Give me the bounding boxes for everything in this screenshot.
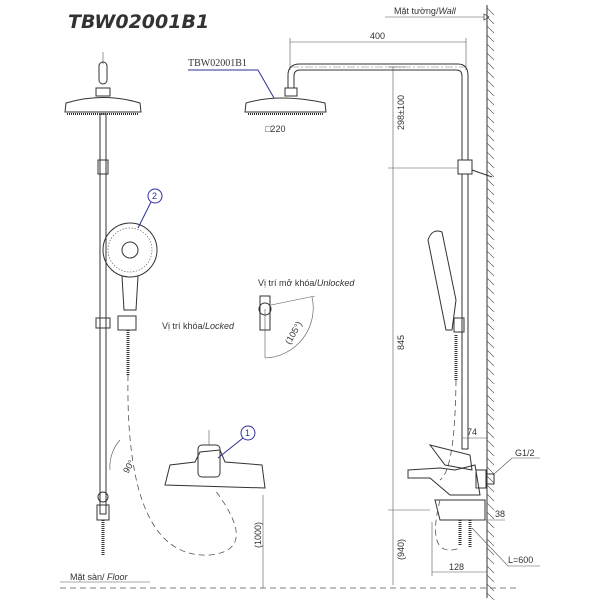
wall-hatch xyxy=(486,61,495,70)
wall-hatch xyxy=(486,169,495,178)
side-view: 400 □220 298±100 845 (940) 74 G1/2 xyxy=(244,31,540,585)
callout-2 xyxy=(147,188,163,204)
wall xyxy=(486,5,495,600)
wall-hatch xyxy=(486,511,495,520)
rain-shower-head xyxy=(244,97,327,113)
wall-hatch xyxy=(486,574,495,583)
wall-hatch xyxy=(486,34,495,43)
model-title: TBW02001B1 xyxy=(68,11,209,33)
wall-hatch xyxy=(486,70,495,79)
mixer-height-left: (1000) xyxy=(253,522,263,548)
wall-hatch xyxy=(486,223,495,232)
wall-hatch xyxy=(486,331,495,340)
rail-height: 845 xyxy=(396,335,406,350)
wall-hatch xyxy=(486,151,495,160)
wall-hatch xyxy=(486,241,495,250)
wall-hatch xyxy=(486,43,495,52)
wall-hatch xyxy=(486,268,495,277)
wall-hatch xyxy=(486,520,495,529)
wall-hatch xyxy=(486,484,495,493)
wall-hatch xyxy=(486,592,495,600)
wall-hatch xyxy=(486,250,495,259)
wall-hatch xyxy=(486,547,495,556)
wall-hatch xyxy=(486,565,495,574)
lock-detail: (105°) Vị trí mở khóa/Unlocked Vị trí kh… xyxy=(162,278,355,359)
wall-hatch xyxy=(486,322,495,331)
wall-hatch xyxy=(486,583,495,592)
part-label: TBW02001B1 xyxy=(188,58,247,69)
wall-hatch xyxy=(486,295,495,304)
wall-hatch xyxy=(486,52,495,61)
wall-hatch xyxy=(486,124,495,133)
wall-hatch xyxy=(486,385,495,394)
wall-hatch xyxy=(486,466,495,475)
svg-text:1: 1 xyxy=(245,428,250,438)
wall-hatch xyxy=(486,196,495,205)
wall-hatch xyxy=(486,259,495,268)
wall-hatch xyxy=(486,16,495,25)
wall-hatch xyxy=(486,376,495,385)
thread-size: G1/2 xyxy=(515,448,535,458)
wall-hatch xyxy=(486,340,495,349)
wall-hatch xyxy=(486,529,495,538)
wall-hatch xyxy=(486,25,495,34)
head-size: □220 xyxy=(265,124,285,134)
wall-hatch xyxy=(486,403,495,412)
wall-hatch xyxy=(486,7,495,16)
wall-hatch xyxy=(486,313,495,322)
callout-1 xyxy=(240,425,256,441)
wall-hatch xyxy=(486,502,495,511)
wall-hatch xyxy=(486,304,495,313)
wall-hatch xyxy=(486,412,495,421)
mixer-height-right: (940) xyxy=(396,539,406,560)
wall-hatch xyxy=(486,430,495,439)
wall-hatch xyxy=(486,394,495,403)
lock-angle: (105°) xyxy=(283,320,304,346)
wall-hatch xyxy=(486,277,495,286)
wall-hatch xyxy=(486,106,495,115)
wall-hatch xyxy=(486,142,495,151)
wall-hatch xyxy=(486,358,495,367)
unlocked-label: Vị trí mở khóa/Unlocked xyxy=(258,278,355,288)
head-height: 298±100 xyxy=(396,95,406,130)
locked-label: Vị trí khóa/Locked xyxy=(162,321,235,331)
wall-hatch xyxy=(486,421,495,430)
wall-hatch xyxy=(486,493,495,502)
bracket-offset: 38 xyxy=(495,509,505,519)
front-view: 90° (1000) xyxy=(64,52,266,588)
wall-hatch xyxy=(486,232,495,241)
wall-hatch xyxy=(486,214,495,223)
wall-hatch xyxy=(486,457,495,466)
wall-hatch xyxy=(486,160,495,169)
rotation-angle: 90° xyxy=(121,458,137,475)
hose-length: L=600 xyxy=(508,555,533,565)
hand-shower-face xyxy=(102,222,158,278)
mixer-body xyxy=(164,449,266,489)
wall-hatch xyxy=(486,115,495,124)
wall-hatch xyxy=(486,133,495,142)
mixer-depth: 128 xyxy=(449,562,464,572)
wall-hatch xyxy=(486,448,495,457)
svg-text:2: 2 xyxy=(152,191,157,201)
wall-hatch xyxy=(486,79,495,88)
wall-hatch xyxy=(486,286,495,295)
floor-label: Mặt sàn/ Floor xyxy=(70,572,129,582)
wall-hatch xyxy=(486,439,495,448)
wall-hatch xyxy=(486,97,495,106)
wall-hatch xyxy=(486,187,495,196)
wall-hatch xyxy=(486,538,495,547)
wall-hatch xyxy=(486,475,495,484)
wall-hatch xyxy=(486,205,495,214)
hand-shower-side xyxy=(427,230,457,331)
wall-label: Mặt tường/Wall xyxy=(394,6,457,16)
shower-rail xyxy=(99,113,107,515)
arm-length: 400 xyxy=(370,31,385,41)
wall-hatch xyxy=(486,349,495,358)
wall-hatch xyxy=(486,88,495,97)
mixer-side xyxy=(407,464,481,496)
wall-hatch xyxy=(486,367,495,376)
wall-hatch xyxy=(486,178,495,187)
spout-offset: 74 xyxy=(467,427,477,437)
wall-hatch xyxy=(486,556,495,565)
